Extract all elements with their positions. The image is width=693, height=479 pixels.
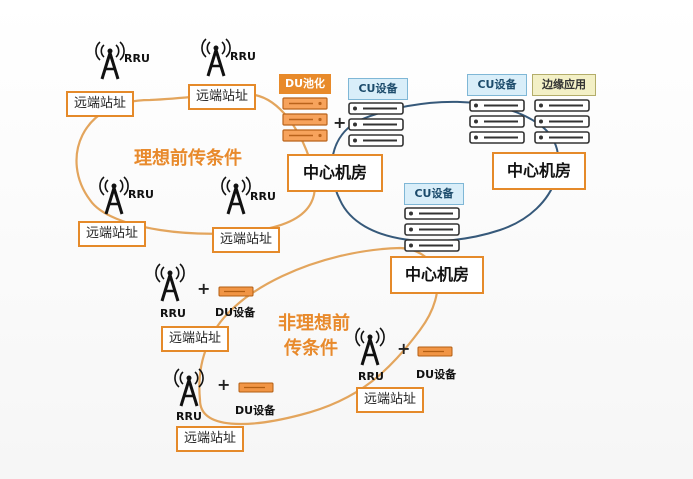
nonideal-fronthaul-ring (198, 246, 439, 426)
tower-icon (98, 175, 130, 216)
cu-device-tag: CU设备 (404, 183, 464, 205)
rru-label: RRU (250, 190, 276, 203)
central-room-box: 中心机房 (287, 154, 383, 192)
du-device-icon (238, 382, 274, 393)
rru-label: RRU (358, 370, 384, 383)
cu-server-icon (469, 115, 525, 128)
tower-icon (220, 175, 252, 216)
cu-device-tag: CU设备 (467, 74, 527, 96)
rru-label: RRU (230, 50, 256, 63)
central-room-box: 中心机房 (390, 256, 484, 294)
tower-icon (94, 40, 126, 81)
plus-sign: + (397, 339, 411, 358)
cu-server-icon (348, 118, 404, 131)
du-device-label: DU设备 (416, 368, 457, 381)
edge-server-icon (534, 99, 590, 112)
cu-server-icon (469, 99, 525, 112)
cu-server-icon (404, 239, 460, 252)
remote-site-box: 远端站址 (161, 326, 230, 352)
edge-app-tag: 边缘应用 (532, 74, 596, 96)
du-device-icon (417, 346, 453, 357)
remote-site-box: 远端站址 (176, 426, 245, 452)
nonideal-fronthaul-label-line2: 传条件 (284, 338, 338, 359)
rru-label: RRU (160, 307, 186, 320)
edge-server-icon (534, 131, 590, 144)
cu-server-icon (404, 223, 460, 236)
plus-sign: + (217, 375, 231, 394)
ideal-fronthaul-label: 理想前传条件 (134, 148, 242, 169)
du-pool-server-icon (282, 97, 328, 110)
rru-label: RRU (124, 52, 150, 65)
du-pool-tag: DU池化 (279, 74, 331, 94)
central-room-box: 中心机房 (492, 152, 586, 190)
remote-site-box: 远端站址 (188, 84, 257, 110)
du-device-label: DU设备 (215, 306, 256, 319)
du-device-icon (218, 286, 254, 297)
rru-label: RRU (128, 188, 154, 201)
du-pool-server-icon (282, 113, 328, 126)
remote-site-box: 远端站址 (212, 227, 281, 253)
nonideal-fronthaul-label-line1: 非理想前 (278, 313, 350, 334)
remote-site-box: 远端站址 (78, 221, 147, 247)
remote-site-box: 远端站址 (356, 387, 425, 413)
du-device-label: DU设备 (235, 404, 276, 417)
edge-server-icon (534, 115, 590, 128)
cu-server-icon (348, 102, 404, 115)
cu-server-icon (348, 134, 404, 147)
du-pool-server-icon (282, 129, 328, 142)
rru-label: RRU (176, 410, 202, 423)
cu-server-icon (469, 131, 525, 144)
cu-server-icon (404, 207, 460, 220)
tower-icon (354, 326, 386, 367)
remote-site-box: 远端站址 (66, 91, 135, 117)
plus-sign: + (333, 113, 347, 132)
cu-device-tag: CU设备 (348, 78, 408, 100)
tower-icon (154, 262, 186, 303)
plus-sign: + (197, 279, 211, 298)
tower-icon (200, 37, 232, 78)
